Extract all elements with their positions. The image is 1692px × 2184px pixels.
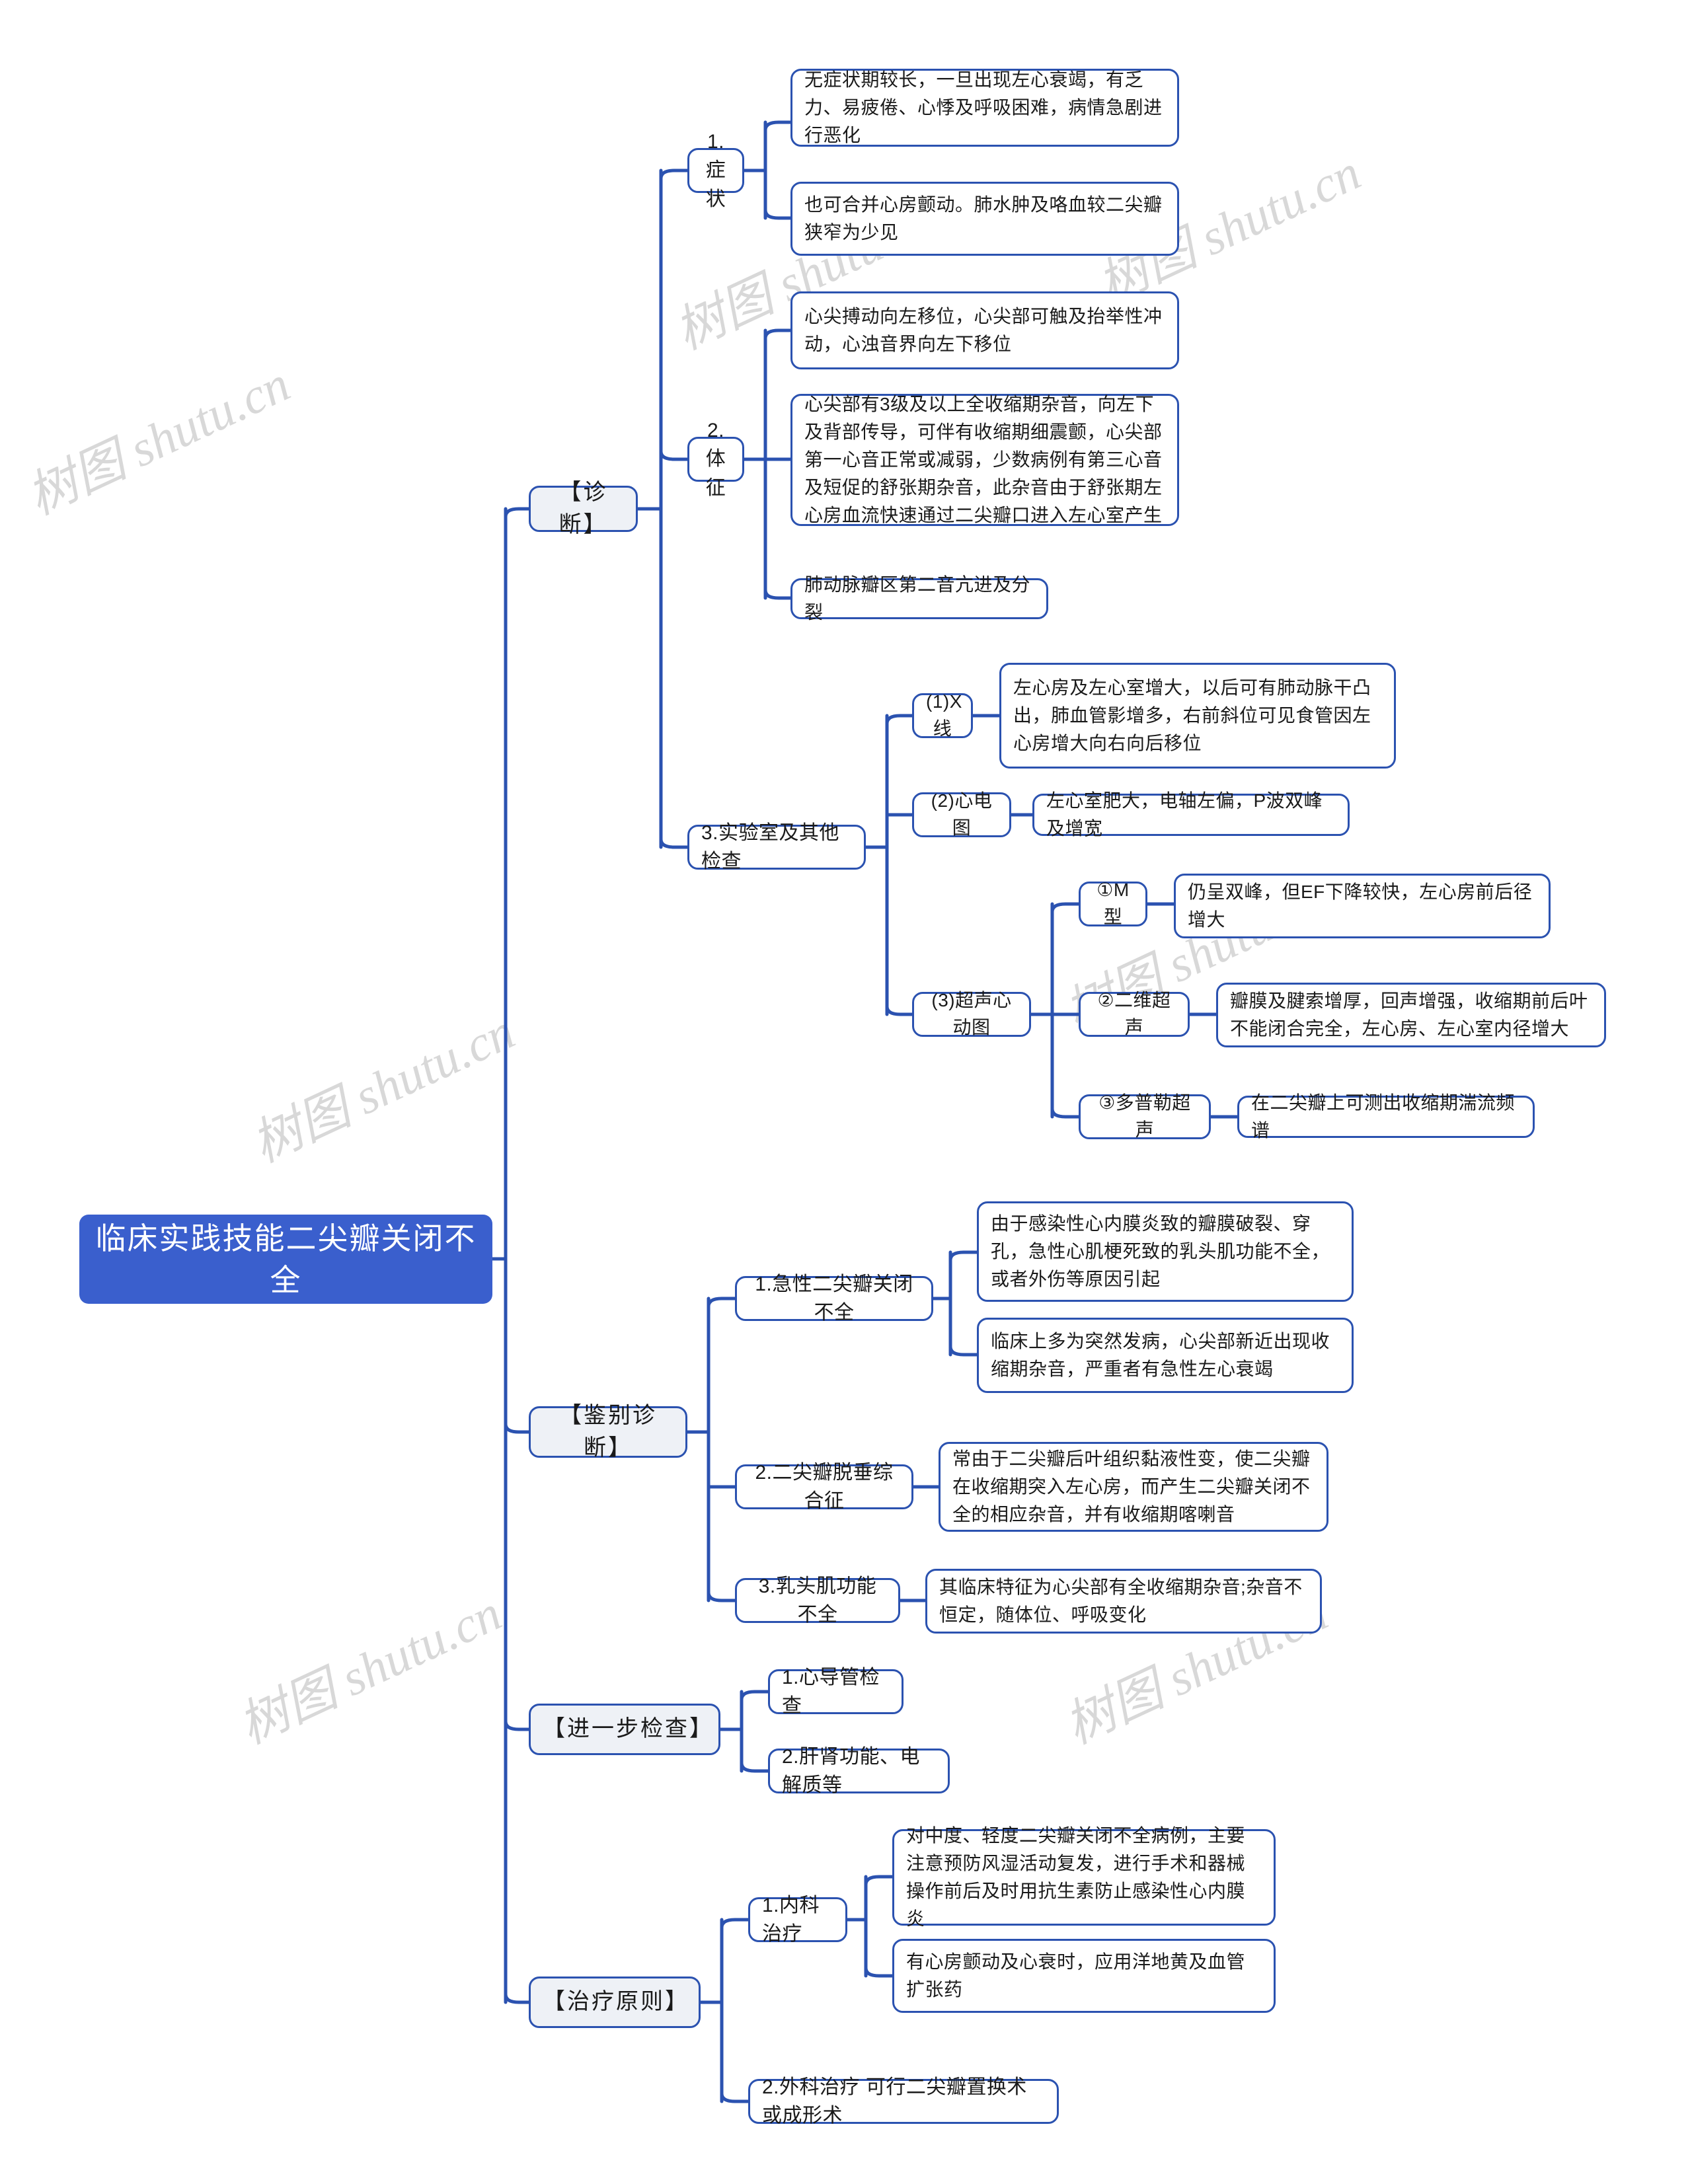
watermark-text: 树图 shutu.cn — [243, 1003, 523, 1174]
node-mitral-valve-prolapse[interactable]: 2.二尖瓣脱垂综合征 — [735, 1462, 913, 1512]
node-label: ③多普勒超声 — [1098, 1092, 1191, 1140]
node-echo-2d[interactable]: ②二维超声 — [1079, 990, 1190, 1037]
leaf-text: 由于感染性心内膜炎致的瓣膜破裂、穿孔，急性心肌梗死致的乳头肌功能不全，或者外伤等… — [991, 1213, 1330, 1289]
node-label: (2)心电图 — [931, 790, 993, 838]
branch-label: 【鉴别诊断】 — [559, 1402, 657, 1460]
leaf-symptom-2[interactable]: 也可合并心房颤动。肺水肿及咯血较二尖瓣狭窄为少见 — [790, 182, 1179, 256]
root-node[interactable]: 临床实践技能二尖瓣关闭不全 — [79, 1215, 492, 1304]
branch-treatment[interactable]: 【治疗原则】 — [529, 1977, 701, 2028]
node-echo-doppler[interactable]: ③多普勒超声 — [1079, 1092, 1211, 1140]
node-label: 3.乳头肌功能不全 — [758, 1575, 877, 1626]
node-label: ②二维超声 — [1097, 990, 1171, 1037]
leaf-sign-1[interactable]: 心尖搏动向左移位，心尖部可触及抬举性冲动，心浊音界向左下移位 — [790, 291, 1179, 369]
node-label: 3.实验室及其他检查 — [701, 821, 840, 873]
node-label: 2.体征 — [705, 419, 726, 499]
node-label: 2.外科治疗 可行二尖瓣置换术或成形术 — [762, 2076, 1027, 2127]
leaf-text: 无症状期较长，一旦出现左心衰竭，有乏力、易疲倦、心悸及呼吸困难，病情急剧进行恶化 — [804, 69, 1163, 145]
leaf-text: 仍呈双峰，但EF下降较快，左心房前后径增大 — [1188, 882, 1533, 930]
leaf-sign-2[interactable]: 心尖部有3级及以上全收缩期杂音，向左下及背部传导，可伴有收缩期细震颤，心尖部第一… — [790, 394, 1179, 526]
leaf-echo-2d-finding[interactable]: 瓣膜及腱索增厚，回声增强，收缩期前后叶不能闭合完全，左心房、左心室内径增大 — [1216, 983, 1606, 1047]
node-label: 1.内科治疗 — [762, 1894, 820, 1945]
leaf-text: 临床上多为突然发病，心尖部新近出现收缩期杂音，严重者有急性左心衰竭 — [991, 1331, 1330, 1379]
node-signs[interactable]: 2.体征 — [687, 420, 744, 499]
leaf-text: 心尖部有3级及以上全收缩期杂音，向左下及背部传导，可伴有收缩期细震颤，心尖部第一… — [804, 394, 1163, 525]
node-symptoms[interactable]: 1.症状 — [687, 131, 744, 210]
node-lab-exams[interactable]: 3.实验室及其他检查 — [687, 822, 866, 872]
node-papillary-muscle-dysfunction[interactable]: 3.乳头肌功能不全 — [735, 1575, 900, 1626]
node-cardiac-catheterization[interactable]: 1.心导管检查 — [768, 1667, 904, 1717]
leaf-text: 常由于二尖瓣后叶组织黏液性变，使二尖瓣在收缩期突入左心房，而产生二尖瓣关闭不全的… — [952, 1449, 1311, 1525]
node-ecg[interactable]: (2)心电图 — [912, 790, 1011, 838]
leaf-text: 肺动脉瓣区第二音亢进及分裂 — [804, 574, 1031, 622]
watermark-text: 树图 shutu.cn — [19, 356, 298, 526]
node-label: 1.症状 — [705, 130, 726, 210]
node-acute-mitral-regurgitation[interactable]: 1.急性二尖瓣关闭不全 — [735, 1273, 933, 1324]
node-label: ①M型 — [1096, 880, 1130, 927]
branch-differential-diagnosis[interactable]: 【鉴别诊断】 — [529, 1403, 687, 1460]
node-xray[interactable]: (1)X线 — [912, 691, 973, 739]
leaf-acute-mr-1[interactable]: 由于感染性心内膜炎致的瓣膜破裂、穿孔，急性心肌梗死致的乳头肌功能不全，或者外伤等… — [977, 1201, 1354, 1302]
leaf-ecg-finding[interactable]: 左心室肥大，电轴左偏，P波双峰及增宽 — [1032, 790, 1350, 839]
node-echo-mmode[interactable]: ①M型 — [1079, 880, 1147, 927]
node-surgical-treatment[interactable]: 2.外科治疗 可行二尖瓣置换术或成形术 — [748, 2076, 1059, 2127]
leaf-echo-mmode-finding[interactable]: 仍呈双峰，但EF下降较快，左心房前后径增大 — [1174, 874, 1551, 938]
leaf-mvp-finding[interactable]: 常由于二尖瓣后叶组织黏液性变，使二尖瓣在收缩期突入左心房，而产生二尖瓣关闭不全的… — [939, 1442, 1328, 1532]
node-medical-treatment[interactable]: 1.内科治疗 — [748, 1895, 847, 1945]
node-label: 2.二尖瓣脱垂综合征 — [755, 1461, 894, 1513]
leaf-xray-finding[interactable]: 左心房及左心室增大，以后可有肺动脉干凸出，肺血管影增多，右前斜位可见食管因左心房… — [999, 663, 1396, 769]
root-label: 临床实践技能二尖瓣关闭不全 — [95, 1221, 477, 1297]
node-label: 2.肝肾功能、电解质等 — [782, 1745, 921, 1797]
leaf-sign-3[interactable]: 肺动脉瓣区第二音亢进及分裂 — [790, 574, 1048, 622]
leaf-text: 瓣膜及腱索增厚，回声增强，收缩期前后叶不能闭合完全，左心房、左心室内径增大 — [1230, 991, 1588, 1039]
node-label: 1.急性二尖瓣关闭不全 — [755, 1273, 913, 1324]
leaf-symptom-1[interactable]: 无症状期较长，一旦出现左心衰竭，有乏力、易疲倦、心悸及呼吸困难，病情急剧进行恶化 — [790, 69, 1179, 147]
node-label: (3)超声心动图 — [931, 990, 1012, 1037]
branch-further-exam[interactable]: 【进一步检查】 — [529, 1704, 720, 1755]
branch-diagnosis[interactable]: 【诊断】 — [529, 480, 638, 537]
node-label: (1)X线 — [926, 691, 962, 739]
leaf-text: 有心房颤动及心衰时，应用洋地黄及血管扩张药 — [906, 1951, 1246, 2000]
branch-label: 【治疗原则】 — [543, 1989, 689, 2015]
branch-label: 【诊断】 — [558, 479, 608, 537]
node-echocardiogram[interactable]: (3)超声心动图 — [912, 990, 1031, 1037]
leaf-text: 对中度、轻度二尖瓣关闭不全病例，主要注意预防风湿活动复发，进行手术和器械操作前后… — [906, 1825, 1246, 1929]
leaf-medical-treatment-1[interactable]: 对中度、轻度二尖瓣关闭不全病例，主要注意预防风湿活动复发，进行手术和器械操作前后… — [892, 1825, 1276, 1929]
node-label: 1.心导管检查 — [782, 1666, 880, 1717]
leaf-text: 左心房及左心室增大，以后可有肺动脉干凸出，肺血管影增多，右前斜位可见食管因左心房… — [1013, 677, 1371, 753]
leaf-text: 其临床特征为心尖部有全收缩期杂音;杂音不恒定，随体位、呼吸变化 — [939, 1577, 1303, 1625]
leaf-papillary-finding[interactable]: 其临床特征为心尖部有全收缩期杂音;杂音不恒定，随体位、呼吸变化 — [925, 1569, 1322, 1634]
watermark-text: 树图 shutu.cn — [230, 1585, 510, 1755]
node-liver-kidney-electrolytes[interactable]: 2.肝肾功能、电解质等 — [768, 1746, 950, 1796]
leaf-text: 心尖搏动向左移位，心尖部可触及抬举性冲动，心浊音界向左下移位 — [804, 306, 1163, 354]
leaf-acute-mr-2[interactable]: 临床上多为突然发病，心尖部新近出现收缩期杂音，严重者有急性左心衰竭 — [977, 1318, 1354, 1393]
leaf-text: 在二尖瓣上可测出收缩期湍流频谱 — [1251, 1092, 1516, 1141]
leaf-echo-doppler-finding[interactable]: 在二尖瓣上可测出收缩期湍流频谱 — [1237, 1092, 1535, 1141]
branch-label: 【进一步检查】 — [543, 1716, 714, 1742]
leaf-text: 左心室肥大，电轴左偏，P波双峰及增宽 — [1046, 790, 1323, 839]
leaf-text: 也可合并心房颤动。肺水肿及咯血较二尖瓣狭窄为少见 — [804, 194, 1163, 243]
leaf-medical-treatment-2[interactable]: 有心房颤动及心衰时，应用洋地黄及血管扩张药 — [892, 1939, 1276, 2013]
